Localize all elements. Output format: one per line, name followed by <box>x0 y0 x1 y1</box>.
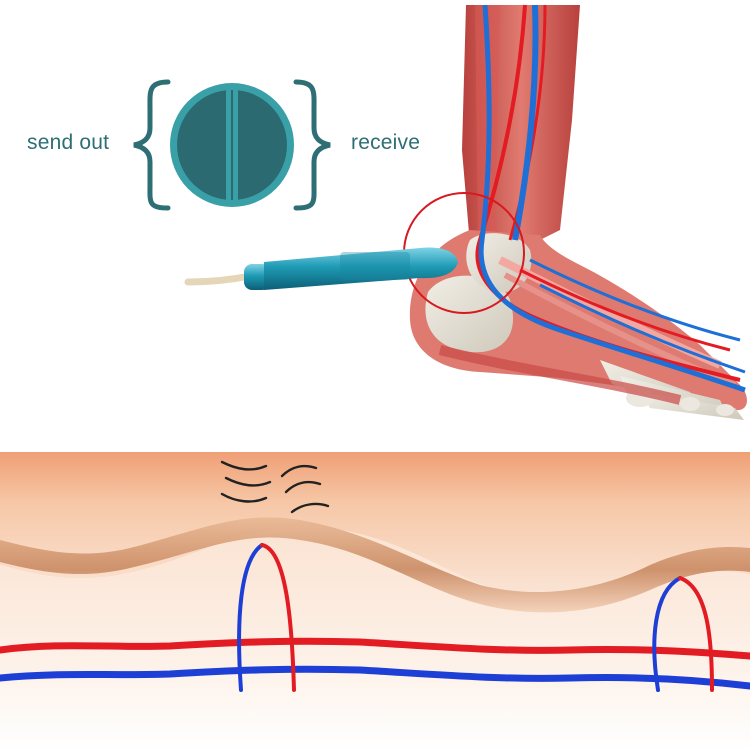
transducer-diagram <box>133 79 331 211</box>
vessel-loop-left-artery <box>260 543 296 692</box>
send-out-label: send out <box>27 131 110 154</box>
blood-vessels <box>0 543 750 692</box>
doppler-probe <box>184 247 458 290</box>
left-brace-icon <box>133 79 171 211</box>
transducer-split-disc-icon <box>170 83 294 207</box>
vein-line <box>0 665 750 690</box>
receive-label: receive <box>351 131 421 154</box>
artery-line <box>0 637 750 660</box>
vessel-loop-right-vein <box>652 576 682 692</box>
vessel-loop-right-artery <box>678 576 714 692</box>
foot-anatomy-illustration <box>403 4 747 420</box>
right-brace-icon <box>293 79 331 211</box>
vessel-loop-left-vein <box>237 543 264 692</box>
doppler-wave-icon <box>220 460 330 514</box>
tissue-cross-section <box>0 452 750 750</box>
